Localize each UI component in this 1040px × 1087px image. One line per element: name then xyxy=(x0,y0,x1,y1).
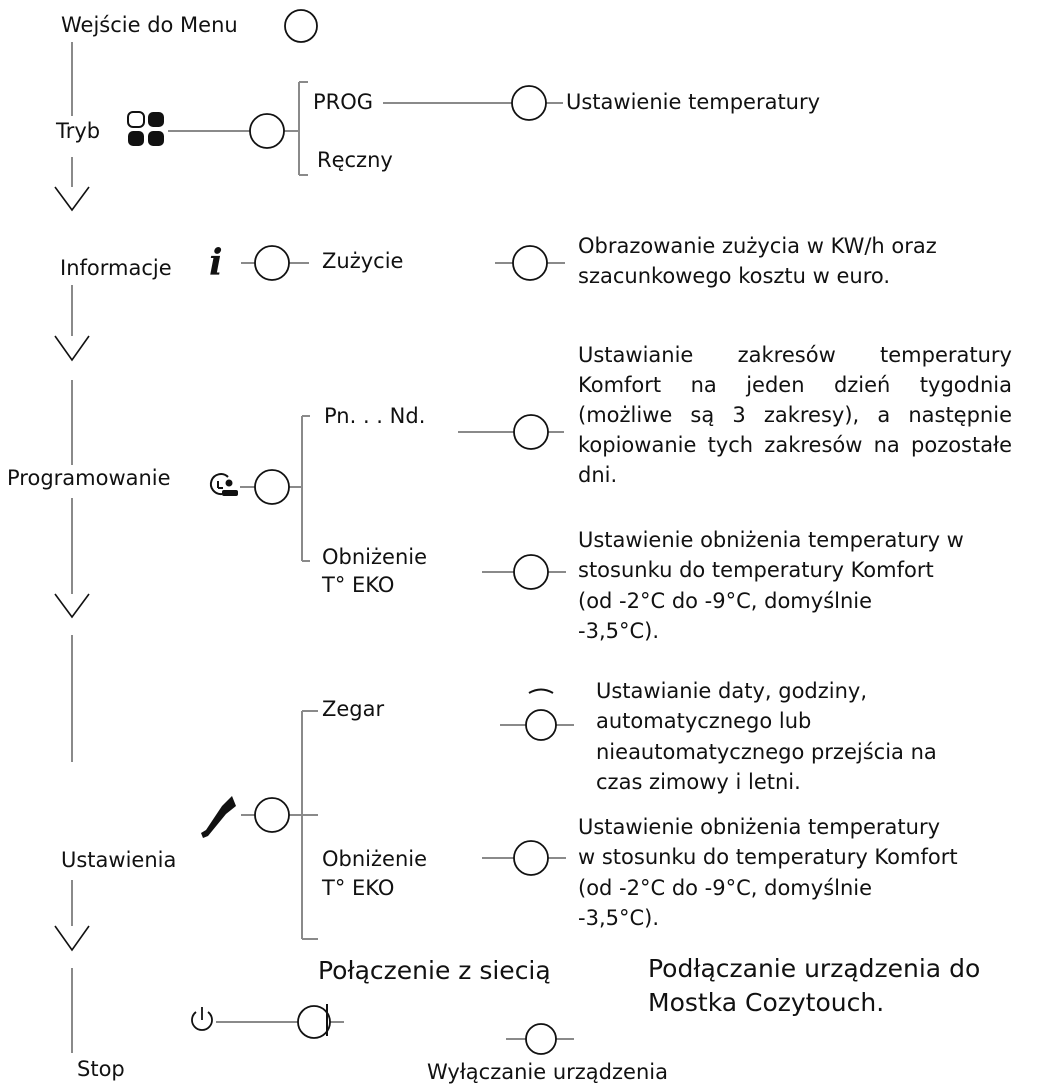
menu-programowanie-label: Programowanie xyxy=(7,466,171,490)
ustawienia-eko-label-line2: T° EKO xyxy=(322,876,395,900)
stop-desc: Wyłączanie urządzenia xyxy=(427,1060,668,1084)
menu-informacje-label: Informacje xyxy=(60,256,172,280)
ustawienia-eko-desc-line3: (od -2°C do -9°C, domyślnie xyxy=(578,876,873,900)
programowanie-eko-desc-line1: Ustawienie obniżenia temperatury w xyxy=(578,528,964,552)
tryb-prog-label: PROG xyxy=(313,90,374,114)
programowanie-days-desc: Ustawianie zakresów temperatury Komfort … xyxy=(578,343,1012,487)
info-icon: i xyxy=(209,242,223,284)
programowanie-eko-desc-line4: -3,5°C). xyxy=(578,619,660,643)
tryb-prog-desc: Ustawienie temperatury xyxy=(566,90,821,114)
menu-stop-label: Stop xyxy=(77,1057,125,1081)
programowanie-days-label: Pn. . . Nd. xyxy=(324,404,426,428)
programowanie-eko-desc-line3: (od -2°C do -9°C, domyślnie xyxy=(578,589,873,613)
programowanie-eko-label-line1: Obniżenie xyxy=(322,545,428,569)
tryb-reczny-label: Ręczny xyxy=(317,148,393,172)
informacje-desc-line1: Obrazowanie zużycia w KW/h oraz xyxy=(578,234,937,258)
ustawienia-network-label: Połączenie z siecią xyxy=(318,956,551,985)
ustawienia-zegar-desc-line1: Ustawianie daty, godziny, xyxy=(596,679,868,703)
menu-ustawienia-label: Ustawienia xyxy=(61,848,177,872)
ustawienia-eko-desc-line1: Ustawienie obniżenia temperatury xyxy=(578,815,941,839)
ustawienia-network-desc-line1: Podłączanie urządzenia do xyxy=(648,954,981,983)
programowanie-eko-label-line2: T° EKO xyxy=(322,573,395,597)
programowanie-eko-desc-line2: stosunku do temperatury Komfort xyxy=(578,558,934,582)
menu-entry-label: Wejście do Menu xyxy=(61,13,238,37)
ustawienia-eko-desc-line2: w stosunku do temperatury Komfort xyxy=(578,845,958,869)
ustawienia-network-desc-line2: Mostka Cozytouch. xyxy=(648,988,885,1017)
informacje-desc-line2: szacunkowego kosztu w euro. xyxy=(578,264,891,288)
ustawienia-zegar-desc-line3: nieautomatycznego przejścia na xyxy=(596,740,937,764)
ustawienia-zegar-desc-line4: czas zimowy i letni. xyxy=(596,770,801,794)
informacje-zuzycie-label: Zużycie xyxy=(322,249,404,273)
ustawienia-zegar-label: Zegar xyxy=(322,697,385,721)
ustawienia-eko-label-line1: Obniżenie xyxy=(322,847,428,871)
ustawienia-zegar-desc-line2: automatycznego lub xyxy=(596,709,812,733)
menu-tryb-label: Tryb xyxy=(56,119,101,143)
ustawienia-eko-desc-line4: -3,5°C). xyxy=(578,906,660,930)
